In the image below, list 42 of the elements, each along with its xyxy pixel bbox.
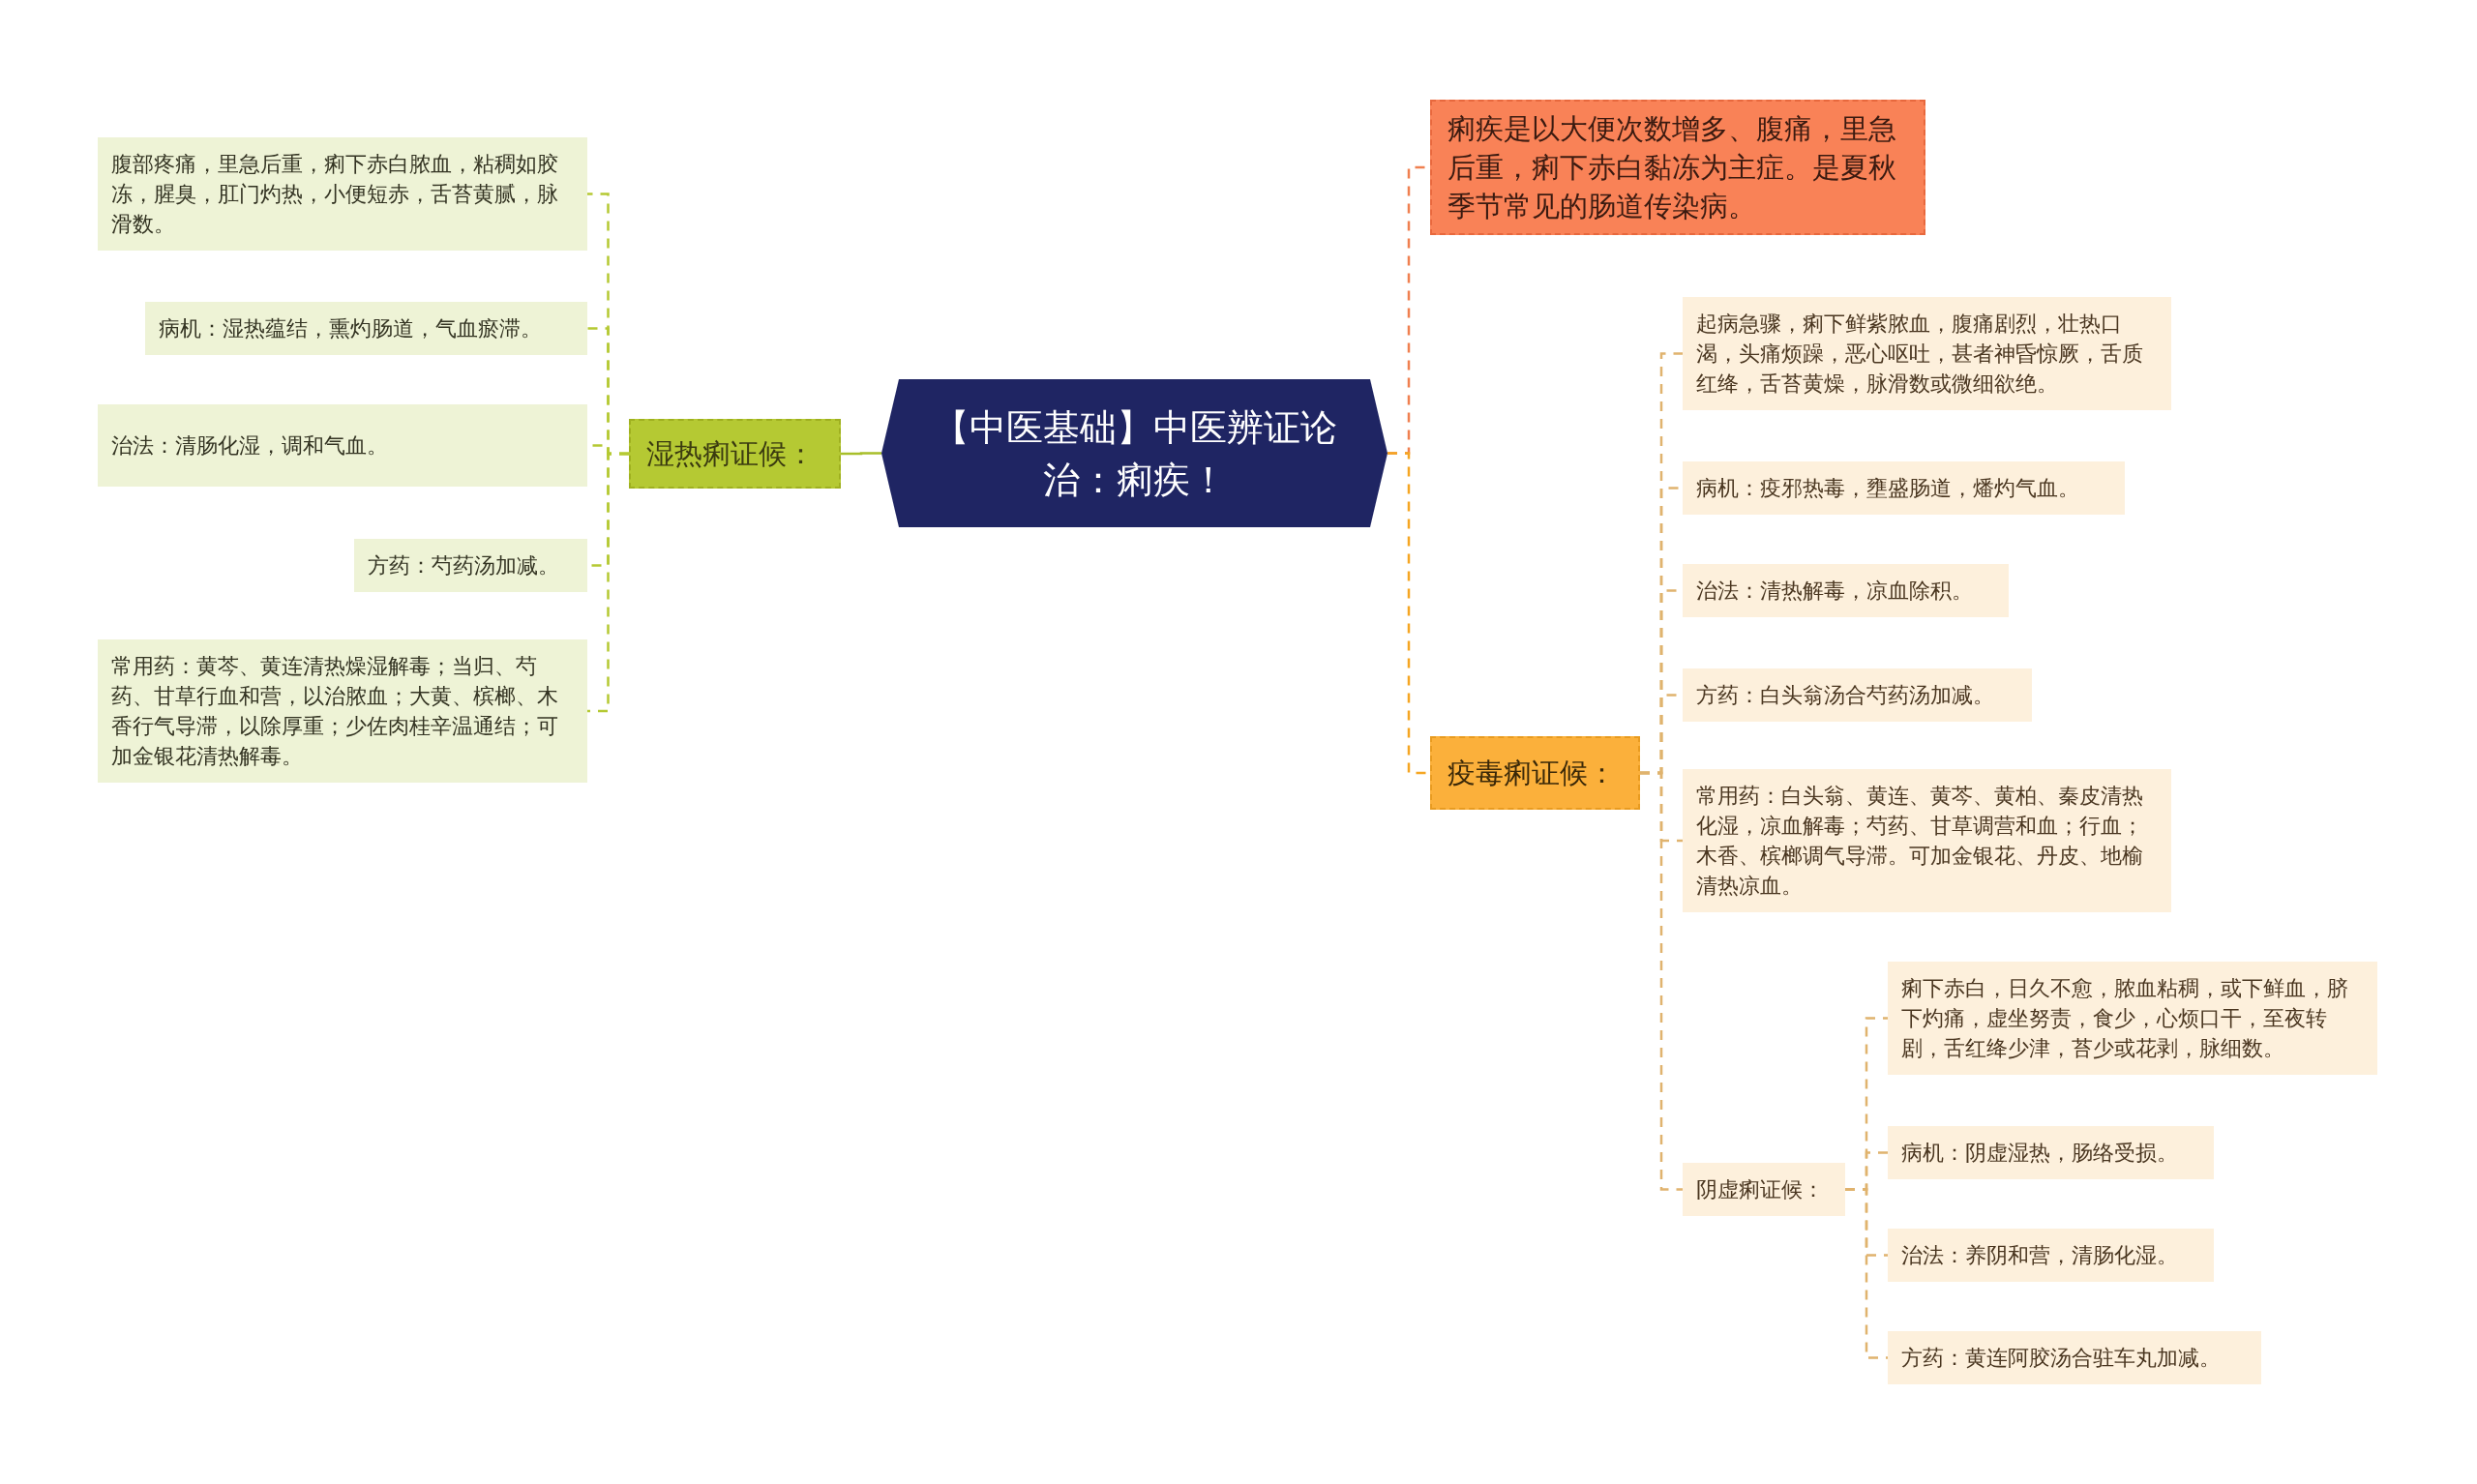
node-text: 病机：湿热蕴结，熏灼肠道，气血瘀滞。: [159, 315, 542, 342]
text-card: [1683, 564, 2009, 617]
text-card: [1683, 668, 2032, 722]
node-text: 治法：清热解毒，凉血除积。: [1696, 578, 1973, 605]
text-card: [1888, 1229, 2214, 1282]
text-card: [145, 302, 587, 355]
text-card: [1683, 461, 2125, 515]
node-text: 病机：阴虚湿热，肠络受损。: [1901, 1140, 2178, 1167]
node-text: 常用药：白头翁、黄连、黄芩、黄柏、秦皮清热化湿，凉血解毒；芍药、甘草调营和血；行血；木香、槟榔调气导滞。可加金银花、丹皮、地榆清热凉血。: [1696, 783, 2144, 900]
node-text: 治法：养阴和营，清肠化湿。: [1901, 1242, 2178, 1269]
node-text: 腹部疼痛，里急后重，痢下赤白脓血，粘稠如胶冻，腥臭，肛门灼热，小便短赤，舌苔黄腻，脉滑数。: [111, 151, 559, 238]
node-text: 方药：芍药汤加减。: [368, 552, 559, 579]
text-card: [98, 404, 587, 487]
text-card: [98, 137, 587, 251]
connector-line: [841, 452, 881, 456]
node-text: 治法：清肠化湿，调和气血。: [111, 432, 388, 460]
text-card: [98, 639, 587, 783]
node-text: 湿热痢证候：: [646, 436, 815, 472]
branch-box: [1430, 736, 1640, 810]
node-text: 疫毒痢证候：: [1447, 756, 1616, 791]
text-card: [1683, 297, 2171, 410]
text-card: [1888, 1126, 2214, 1179]
node-text: 痢下赤白，日久不愈，脓血粘稠，或下鲜血，脐下灼痛，虚坐努责，食少，心烦口干，至夜转剧，舌红绛少津，苔少或花剥，脉细数。: [1901, 975, 2349, 1062]
text-card: [1888, 962, 2377, 1075]
node-text: 痢疾是以大便次数增多、腹痛，里急后重，痢下赤白黏冻为主症。是夏秋季节常见的肠道传染病。: [1447, 111, 1897, 224]
text-card: [1888, 1331, 2261, 1384]
node-text: 常用药：黄芩、黄连清热燥湿解毒；当归、芍药、甘草行血和营，以治脓血；大黄、槟榔、木香行气导滞，以除厚重；少佐肉桂辛温通结；可加金银花清热解毒。: [111, 653, 559, 770]
node-text: 病机：疫邪热毒，壅盛肠道，燔灼气血。: [1696, 475, 2079, 502]
node-text: 方药：黄连阿胶汤合驻车丸加减。: [1901, 1345, 2221, 1372]
title-hexagon: [881, 379, 1388, 527]
text-card: [1683, 1163, 1845, 1216]
node-text: 起病急骤，痢下鲜紫脓血，腹痛剧烈，壮热口渴，头痛烦躁，恶心呕吐，甚者神昏惊厥，舌质红绛，舌苔黄燥，脉滑数或微细欲绝。: [1696, 311, 2144, 398]
branch-box: [629, 419, 841, 489]
summary-box: [1430, 100, 1925, 235]
text-card: [1683, 769, 2171, 912]
connector-line: [1845, 1188, 1888, 1359]
node-text: 【中医基础】中医辨证论治：痢疾！: [931, 404, 1338, 503]
connector-line: [1640, 771, 1683, 1191]
connector-line: [587, 452, 629, 713]
node-text: 方药：白头翁汤合芍药汤加减。: [1696, 682, 1994, 709]
text-card: [354, 539, 587, 592]
node-text: 阴虚痢证候：: [1696, 1176, 1824, 1203]
